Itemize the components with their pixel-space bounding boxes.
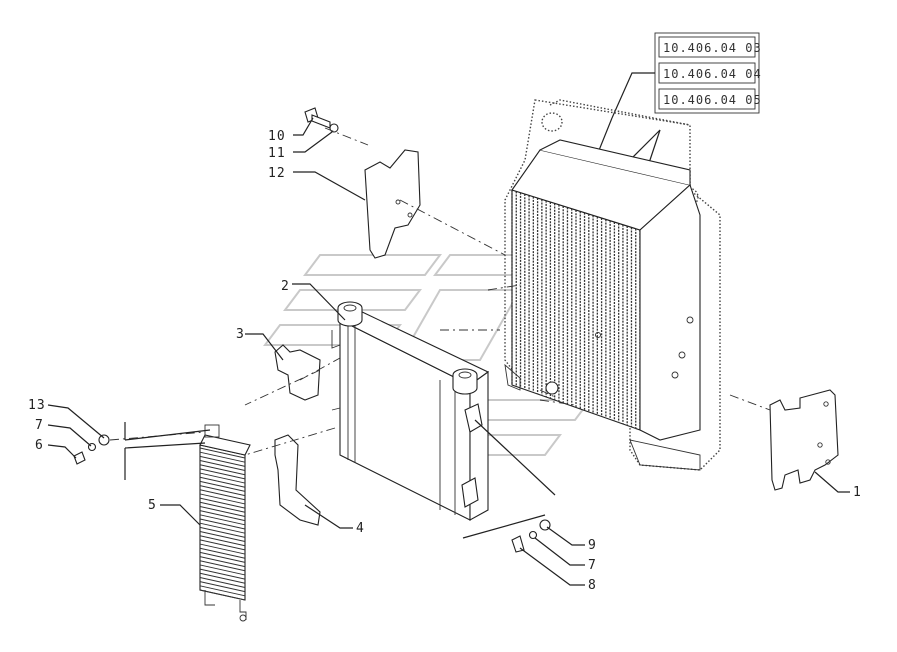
callout-3[interactable]: 3 — [236, 327, 245, 342]
callouts: 2 3 10 11 12 13 7 6 5 4 1 9 7 8 — [28, 129, 862, 593]
callout-8[interactable]: 8 — [588, 578, 597, 593]
bracket-1 — [769, 389, 839, 491]
reference-box-group: 10.406.04 03 10.406.04 04 10.406.04 05 — [584, 32, 762, 191]
radiator-core-fins — [511, 190, 641, 430]
bracket-3 — [274, 344, 321, 401]
radiator-assembly — [504, 99, 721, 471]
assembly-lines — [109, 127, 771, 539]
intercooler-2 — [331, 301, 490, 521]
callout-13[interactable]: 13 — [28, 398, 46, 413]
callout-7-left[interactable]: 7 — [35, 418, 44, 433]
callout-9[interactable]: 9 — [588, 538, 597, 553]
callout-12[interactable]: 12 — [268, 166, 286, 181]
oil-cooler-5 — [199, 424, 251, 622]
bracket-4 — [274, 434, 321, 526]
callout-7-right[interactable]: 7 — [588, 558, 597, 573]
callout-11[interactable]: 11 — [268, 146, 286, 161]
callout-1[interactable]: 1 — [853, 485, 862, 500]
oil-cooler-fins — [199, 447, 246, 601]
callout-5[interactable]: 5 — [148, 498, 157, 513]
fastener-10-11 — [304, 107, 339, 133]
callout-2[interactable]: 2 — [281, 279, 290, 294]
ref-label-2[interactable]: 10.406.04 04 — [663, 67, 762, 81]
ref-label-3[interactable]: 10.406.04 05 — [663, 93, 762, 107]
leader-lines — [47, 117, 850, 586]
fastener-9-7-8 — [511, 519, 551, 553]
fastener-13-7-6 — [73, 434, 110, 465]
ref-label-1[interactable]: 10.406.04 03 — [663, 41, 762, 55]
callout-10[interactable]: 10 — [268, 129, 286, 144]
callout-6[interactable]: 6 — [35, 438, 44, 453]
callout-4[interactable]: 4 — [356, 521, 365, 536]
bracket-12 — [364, 149, 421, 259]
